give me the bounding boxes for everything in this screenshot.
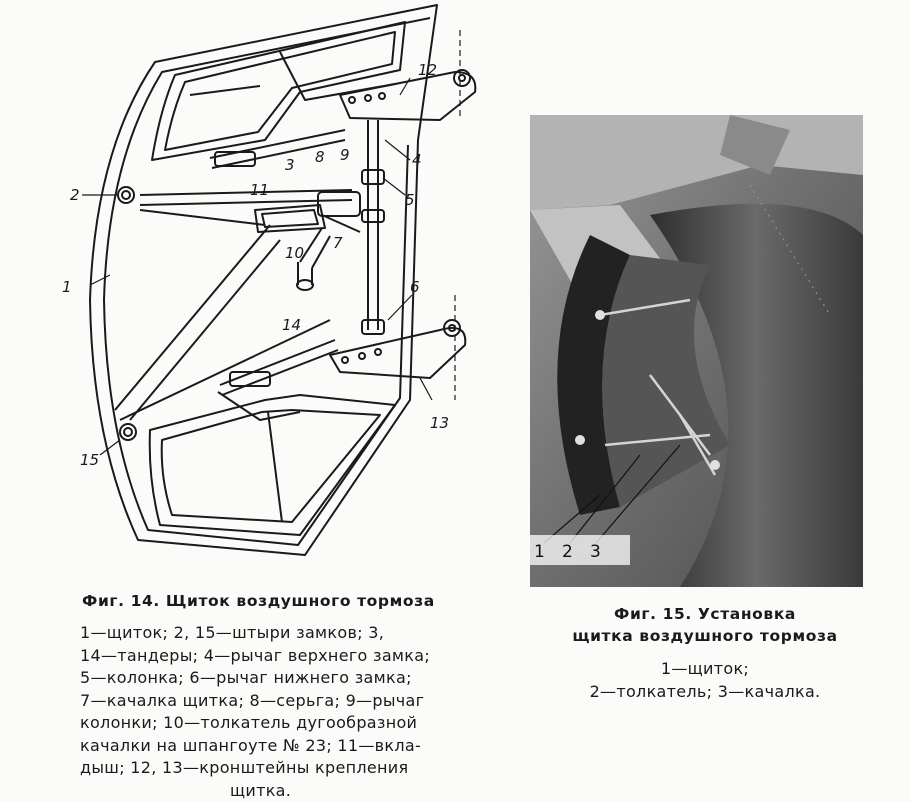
fig14-label-10: 10 — [285, 244, 304, 262]
fig14-legend-line: качалки на шпангоуте № 23; 11—вкла- — [80, 735, 430, 758]
fig15-caption-title: Фиг. 15. Установка щитка воздушного торм… — [560, 603, 850, 647]
fig14-label-15: 15 — [80, 451, 99, 469]
fig14-caption-title: Фиг. 14. Щиток воздушного тормоза — [82, 592, 435, 610]
fig14-legend-line: колонки; 10—толкатель дугообразной — [80, 712, 430, 735]
fig15-legend: 1—щиток; 2—толкатель; 3—качалка. — [560, 658, 850, 703]
fig14-label-2: 2 — [70, 186, 80, 204]
fig14-label-5: 5 — [405, 191, 415, 209]
fig14-label-4: 4 — [412, 151, 422, 169]
fig14-legend-line: 14—тандеры; 4—рычаг верхнего замка; — [80, 645, 430, 668]
fig14-label-6: 6 — [410, 278, 420, 296]
fig14-legend: 1—щиток; 2, 15—штыри замков; 3, 14—танде… — [80, 622, 430, 802]
fig14-legend-line: щитка. — [80, 780, 430, 802]
fig14-label-3: 3 — [285, 156, 295, 174]
fig14-legend-line: дыш; 12, 13—кронштейны крепления — [80, 757, 430, 780]
fig15-photo: 1 2 3 — [530, 115, 863, 587]
fig14-label-7: 7 — [333, 234, 343, 252]
fig15-legend-line: 1—щиток; — [560, 658, 850, 681]
fig14-label-11: 11 — [250, 181, 269, 199]
fig15-label-2: 2 — [562, 542, 573, 562]
fig14-drawing: 1 2 3 4 5 6 7 8 9 10 11 12 13 14 15 — [0, 0, 530, 590]
fig15-legend-line: 2—толкатель; 3—качалка. — [560, 681, 850, 704]
fig15-label-3: 3 — [590, 542, 601, 562]
fig15-label-1: 1 — [534, 542, 545, 562]
fig14-legend-line: 7—качалка щитка; 8—серьга; 9—рычаг — [80, 690, 430, 713]
fig14-label-13: 13 — [430, 414, 449, 432]
fig14-label-8: 8 — [315, 148, 325, 166]
fig14-label-14: 14 — [282, 316, 301, 334]
fig14-label-1: 1 — [62, 278, 72, 296]
fig14-label-12: 12 — [418, 61, 437, 79]
fig14-legend-line: 5—колонка; 6—рычаг нижнего замка; — [80, 667, 430, 690]
fig15-caption-line: щитка воздушного тормоза — [560, 625, 850, 647]
fig14-legend-line: 1—щиток; 2, 15—штыри замков; 3, — [80, 622, 430, 645]
fig14-label-9: 9 — [340, 146, 350, 164]
fig15-caption-line: Фиг. 15. Установка — [560, 603, 850, 625]
